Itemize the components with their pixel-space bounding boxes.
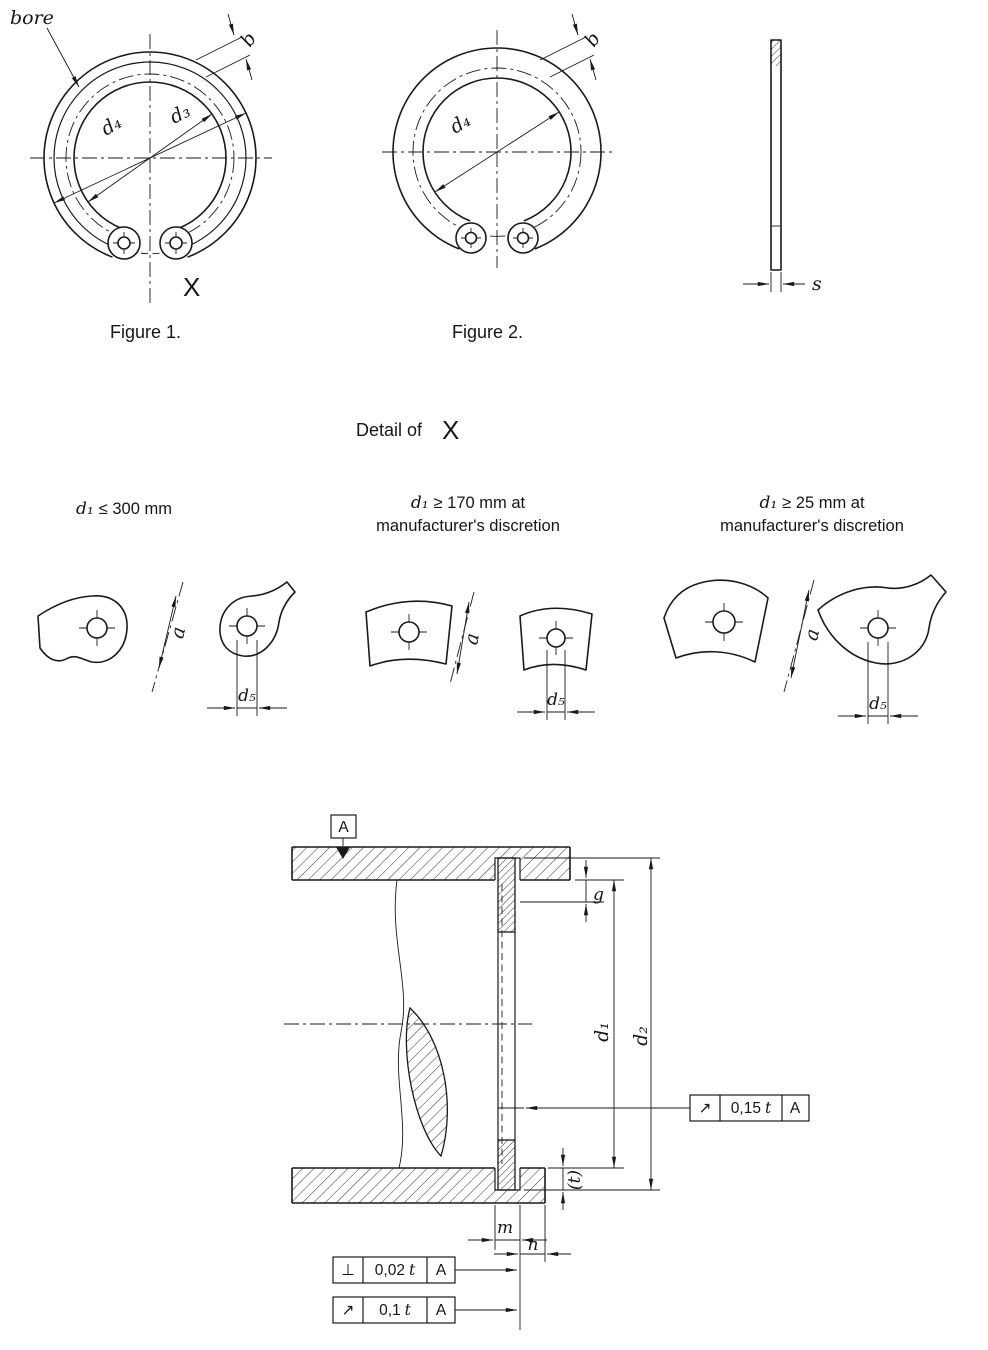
figure-2-caption: Figure 2.: [452, 322, 523, 342]
dim-d1-label: d₁: [591, 1022, 613, 1042]
runout-icon: ↗: [699, 1100, 712, 1117]
dim-g: g: [520, 860, 604, 922]
ring-gap: [444, 152, 550, 288]
detail-title: Detail of X: [356, 415, 459, 445]
lug-hole-left: [391, 614, 427, 650]
tolerance-datum: A: [436, 1262, 447, 1279]
tolerance-datum: A: [790, 1100, 801, 1117]
lug-hole-left: [79, 610, 115, 646]
partial-section-blob: [405, 1006, 448, 1158]
variant-3-condition: d₁≥ 25 mm at: [759, 493, 865, 513]
dim-d4-label: d₄: [446, 109, 474, 138]
dim-t-label: (t): [565, 1170, 585, 1190]
dim-d5: d₅: [207, 640, 287, 716]
lug-hole-right: [229, 608, 265, 644]
dim-a: a: [449, 591, 484, 685]
lug-hole-right: [513, 228, 533, 248]
runout-icon: ↗: [342, 1302, 355, 1319]
datum-flag-label: A: [338, 819, 349, 836]
dim-a-label: a: [460, 631, 484, 646]
bore-label: bore: [10, 7, 54, 29]
dim-d5-label: d₅: [869, 694, 887, 714]
dim-b: b: [539, 13, 605, 81]
lug-hole-left: [461, 228, 481, 248]
variant-3-note: manufacturer's discretion: [720, 517, 904, 535]
dim-d5-label: d₅: [547, 690, 565, 710]
detail-variant-2: d₁≥ 170 mm at manufacturer's discretion …: [365, 493, 595, 720]
dim-m: m: [468, 1205, 547, 1330]
detail-variant-1: d₁≤ 300 mm a d₅: [37, 499, 296, 716]
tolerance-datum: A: [436, 1302, 447, 1319]
dim-d2: d₂: [524, 857, 660, 1191]
ring-section-rect: [770, 39, 782, 271]
dim-d1: d₁: [548, 879, 624, 1169]
dim-t: (t): [560, 1148, 585, 1210]
ring-bottom-section: [497, 1139, 516, 1191]
variant-2-condition: d₁≥ 170 mm at: [411, 493, 526, 513]
datum-flag: A: [330, 814, 357, 859]
datum-triangle: [336, 847, 350, 859]
lug-hole-right: [165, 232, 187, 254]
ring-end-right: [219, 581, 296, 657]
housing-top-wall: [291, 846, 571, 881]
dim-a: a: [151, 581, 190, 693]
ring-end-left: [37, 595, 128, 664]
dim-a-label: a: [166, 625, 190, 641]
dim-m-label: m: [497, 1218, 513, 1238]
figure-2: b d₄: [382, 13, 614, 288]
dim-n: n: [494, 1205, 571, 1262]
side-view: s: [743, 39, 822, 295]
dim-d5-label: d₅: [238, 686, 256, 706]
figure-1-caption: Figure 1.: [110, 322, 181, 342]
assembly-section: A g d₁ d₂ (: [284, 814, 810, 1330]
dim-s-label: s: [812, 273, 822, 295]
detail-x-marker: X: [183, 272, 200, 302]
lug-hole-right: [539, 621, 573, 655]
perpendicularity-icon: ⊥: [341, 1262, 355, 1279]
figure-1: bore b d₄ d₃ X: [10, 7, 272, 304]
dim-d4-label: d₄: [97, 111, 125, 140]
dim-a: a: [783, 579, 824, 693]
dim-b-label: b: [236, 28, 261, 51]
detail-title-ref: X: [442, 415, 459, 445]
detail-title-text: Detail of: [356, 420, 423, 440]
variant-1-condition: d₁≤ 300 mm: [76, 499, 172, 519]
housing-bottom-wall: [291, 1167, 546, 1204]
dim-g-label: g: [593, 885, 604, 905]
dim-d2-label: d₂: [630, 1026, 652, 1046]
lug-hole-left: [113, 232, 135, 254]
dim-b: b: [195, 13, 261, 81]
dim-a-label: a: [800, 627, 824, 643]
break-line: [394, 879, 405, 1169]
dim-b-label: b: [580, 28, 605, 51]
dim-d5: d₅: [517, 650, 595, 720]
variant-2-note: manufacturer's discretion: [376, 517, 560, 535]
lug-hole-right: [860, 610, 896, 646]
dim-d5: d₅: [838, 642, 918, 724]
lug-hole-left: [705, 603, 743, 641]
dim-d3-label: d₃: [166, 100, 194, 129]
ring-gap: [97, 158, 203, 298]
bore-leader-line: [46, 27, 80, 88]
figure-captions: Figure 1. Figure 2.: [110, 322, 523, 342]
detail-variant-3: d₁≥ 25 mm at manufacturer's discretion a…: [663, 493, 947, 724]
dim-n-label: n: [528, 1235, 539, 1255]
dim-s: s: [743, 272, 822, 295]
ring-top-section: [497, 857, 516, 933]
